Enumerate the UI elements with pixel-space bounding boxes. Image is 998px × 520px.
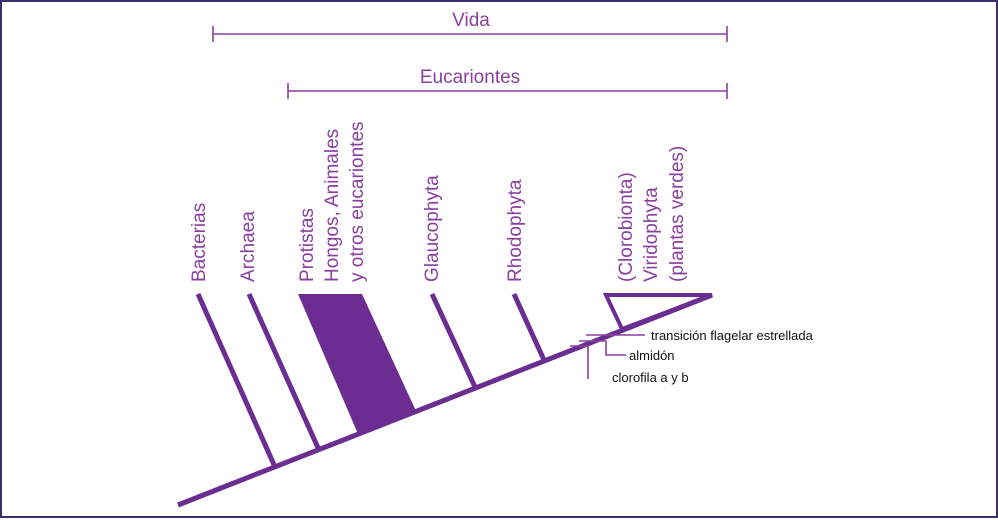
character-clorofila-label: clorofila a y b bbox=[612, 370, 689, 385]
taxon-viridophyta-line-1: (Clorobionta) bbox=[616, 172, 637, 282]
taxon-label-protistas: Protistas Hongos, Animales y otros eucar… bbox=[297, 121, 368, 282]
taxon-rhodophyta-line-1: Rhodophyta bbox=[505, 179, 526, 282]
taxon-protistas-line-2: Hongos, Animales bbox=[322, 129, 343, 282]
taxon-archaea-line-1: Archaea bbox=[238, 211, 259, 282]
bracket-vida-label: Vida bbox=[452, 10, 490, 31]
marker-almidon bbox=[579, 340, 626, 356]
taxon-label-viridophyta: (Clorobionta) Viridophyta (plantas verde… bbox=[616, 146, 688, 282]
taxon-bacterias-line-1: Bacterias bbox=[189, 203, 210, 282]
taxon-protistas-line-1: Protistas bbox=[297, 208, 318, 282]
bracket-eucariontes: Eucariontes bbox=[287, 67, 728, 99]
taxon-viridophyta-line-2: Viridophyta bbox=[641, 187, 662, 282]
marker-clorofila bbox=[570, 345, 589, 379]
character-markers bbox=[570, 334, 645, 379]
taxon-label-rhodophyta: Rhodophyta bbox=[505, 179, 526, 282]
branch-bacterias bbox=[195, 292, 278, 469]
bracket-vida: Vida bbox=[212, 10, 728, 42]
tree bbox=[177, 292, 713, 508]
taxon-glaucophyta-line-1: Glaucophyta bbox=[422, 175, 443, 282]
character-almidon-label: almidón bbox=[629, 348, 675, 363]
character-flagelar-label: transición flagelar estrellada bbox=[651, 328, 814, 343]
taxon-label-glaucophyta: Glaucophyta bbox=[422, 175, 443, 282]
branch-archaea bbox=[246, 292, 322, 452]
branch-glaucophyta bbox=[429, 292, 478, 389]
taxon-label-archaea: Archaea bbox=[238, 211, 259, 282]
taxon-label-bacterias: Bacterias bbox=[189, 203, 210, 282]
branch-viridophyta-clade bbox=[602, 293, 713, 332]
bracket-eucariontes-label: Eucariontes bbox=[420, 67, 520, 88]
taxon-protistas-line-3: y otros eucariontes bbox=[347, 121, 368, 282]
branch-protistas-clade bbox=[298, 294, 416, 434]
taxon-viridophyta-line-3: (plantas verdes) bbox=[667, 146, 688, 282]
branch-rhodophyta bbox=[511, 292, 547, 362]
